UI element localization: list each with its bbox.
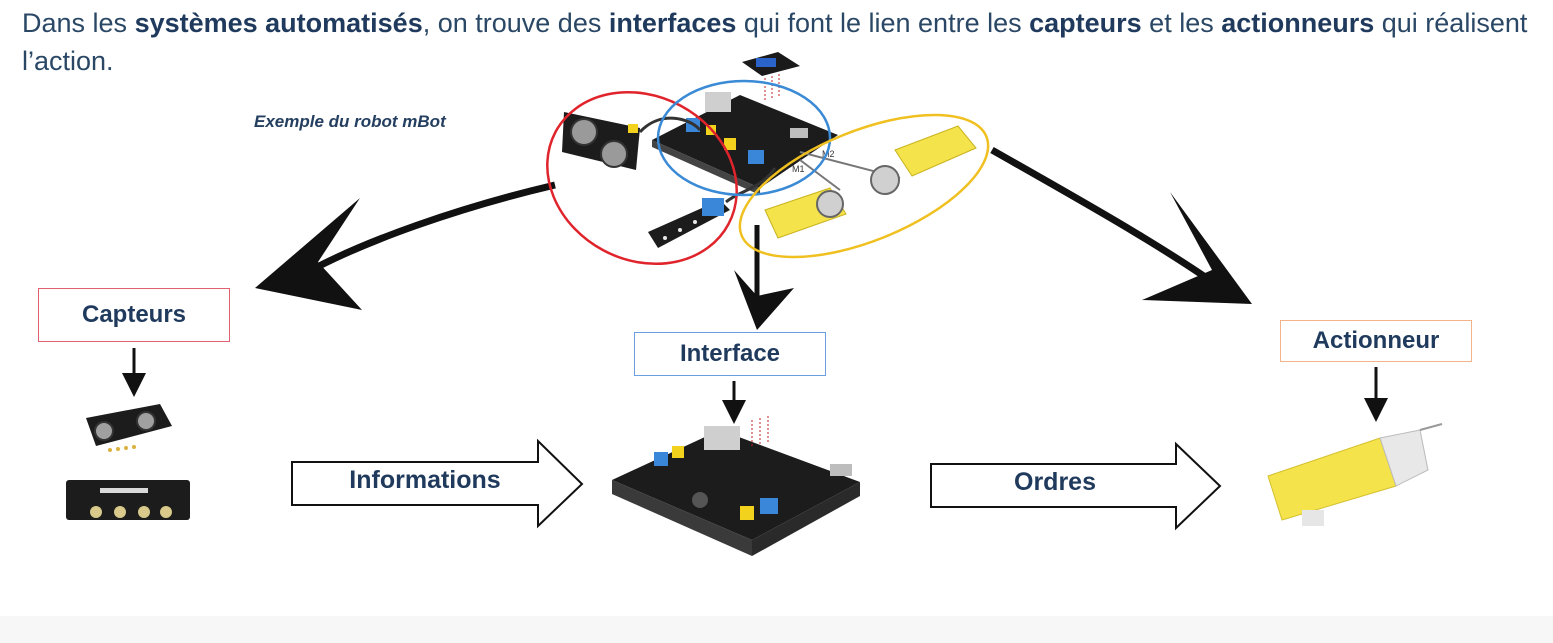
intro-bold-interfaces: interfaces <box>608 8 737 38</box>
interface-box: Interface <box>634 332 826 376</box>
bottom-bar <box>0 616 1553 643</box>
mbot-robot-illustration: M1 M2 <box>562 52 977 248</box>
intro-part-4: et les <box>1141 8 1222 38</box>
dc-motor-image <box>1267 423 1443 526</box>
intro-bold-systemes: systèmes automatisés <box>134 8 423 38</box>
interface-group-ellipse-blue <box>656 79 832 197</box>
arrow-to-actionneur <box>990 146 1252 304</box>
port-m1-label: M1 <box>792 164 805 174</box>
intro-part-5: qui réalisent l’action. <box>22 8 1528 76</box>
intro-text: Dans les systèmes automatisés, on trouve… <box>22 4 1547 80</box>
intro-bold-actionneurs: actionneurs <box>1221 8 1375 38</box>
arrow-to-interface <box>734 225 794 330</box>
interface-board-image <box>612 416 860 556</box>
intro-bold-capteurs: capteurs <box>1029 8 1142 38</box>
example-caption: Exemple du robot mBot <box>254 112 446 131</box>
actionneur-box: Actionneur <box>1280 320 1472 362</box>
ultrasonic-sensor-image <box>86 404 172 452</box>
intro-part-1: Dans les <box>22 8 135 38</box>
port-m2-label: M2 <box>822 149 835 159</box>
ordres-label: Ordres <box>1014 468 1096 496</box>
informations-arrow <box>291 438 584 529</box>
ordres-arrow <box>930 441 1222 531</box>
intro-part-2: , on trouve des <box>422 8 609 38</box>
intro-part-3: qui font le lien entre les <box>736 8 1030 38</box>
capteurs-box: Capteurs <box>38 288 230 342</box>
informations-label: Informations <box>349 466 501 494</box>
arrow-to-capteurs <box>255 181 556 310</box>
sensor-group-ellipse-red <box>546 90 738 266</box>
line-follower-sensor-image <box>66 480 190 520</box>
actuator-group-ellipse-yellow <box>738 113 990 259</box>
